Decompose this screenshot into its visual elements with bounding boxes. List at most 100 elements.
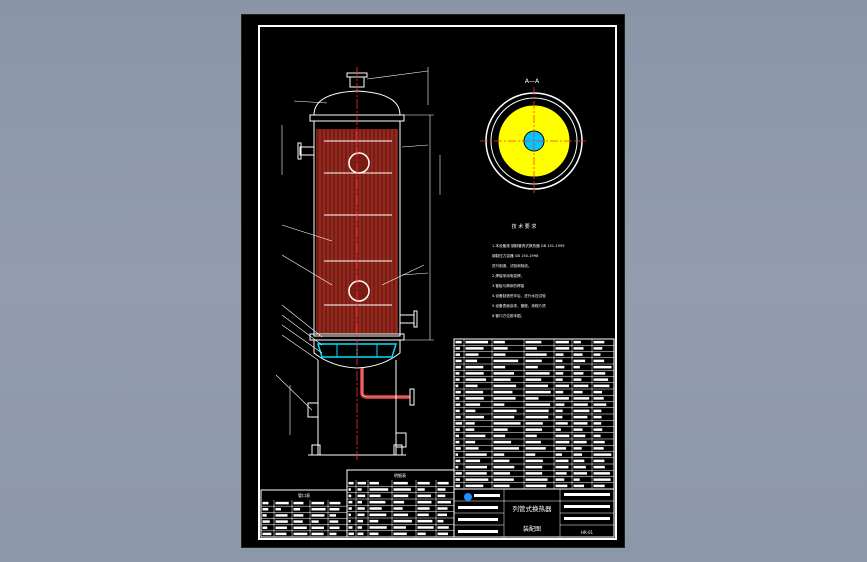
table-cell-mark — [525, 434, 537, 438]
table-cell-mark — [293, 501, 304, 505]
table-cell-mark — [465, 415, 484, 419]
table-cell-mark — [293, 514, 304, 517]
table-cell-mark — [437, 507, 448, 510]
table-cell-mark — [465, 365, 484, 369]
table-cell-mark — [417, 532, 426, 536]
table-cell-mark — [262, 532, 272, 536]
table-cell-mark — [455, 478, 461, 481]
table-cell-mark — [417, 494, 431, 498]
table-cell-mark — [293, 508, 301, 511]
table-cell-mark — [393, 500, 405, 504]
table-cell-mark — [593, 378, 609, 381]
table-cell-mark — [573, 453, 583, 456]
table-cell-mark — [555, 372, 564, 375]
table-cell-mark — [437, 488, 446, 491]
table-cell-mark — [493, 372, 515, 375]
table-cell-mark — [455, 440, 460, 444]
table-cell-mark — [493, 440, 512, 444]
title-block-subtitle: 装配图 — [523, 525, 541, 533]
table-cell-mark — [573, 353, 583, 356]
table-cell-mark — [555, 415, 563, 419]
table-cell-mark — [573, 359, 586, 363]
table-cell-mark — [455, 365, 461, 369]
tech-req-line: 6.管口方位按本图。 — [492, 313, 524, 318]
table-cell-mark — [573, 340, 581, 344]
table-cell-mark — [593, 397, 604, 400]
table-cell-mark — [593, 459, 605, 463]
table-cell-mark — [329, 501, 341, 505]
table-cell-mark — [555, 353, 564, 356]
table-cell-mark — [369, 519, 379, 523]
table-cell-mark — [465, 378, 487, 381]
table-cell-mark — [417, 488, 425, 491]
table-cell-mark — [465, 459, 481, 463]
table-cell-mark — [555, 422, 568, 425]
table-cell-mark — [275, 508, 281, 511]
table-cell-mark — [573, 422, 588, 425]
table-cell-mark — [525, 397, 539, 400]
table-cell-mark — [593, 484, 605, 488]
table-cell-mark — [593, 422, 602, 425]
table-cell-mark — [417, 513, 429, 517]
table-cell-mark — [593, 353, 601, 356]
table-cell-mark — [573, 440, 587, 444]
title-block-mark — [458, 530, 498, 533]
table-cell-mark — [275, 526, 287, 529]
table-cell-mark — [262, 501, 269, 505]
table-cell-mark — [555, 434, 570, 438]
table-cell-mark — [593, 365, 612, 369]
title-block-mark — [564, 517, 610, 520]
table-cell-mark — [417, 507, 430, 510]
table-cell-mark — [593, 472, 611, 475]
outlet-flange — [409, 388, 415, 406]
table-cell-mark — [455, 390, 461, 394]
table-cell-mark — [465, 347, 484, 350]
table-cell-mark — [573, 384, 589, 388]
table-cell-mark — [465, 403, 481, 406]
title-block-title: 列管式换热器 — [513, 504, 553, 513]
table-cell-mark — [573, 484, 585, 488]
table-cell-mark — [493, 459, 510, 463]
tech-req-line: 4.设备制造完毕后，进行水压试验 — [492, 293, 546, 298]
table-cell-mark — [525, 422, 543, 425]
table-cell-mark — [357, 507, 365, 510]
tech-req-line: 进行制造、试验和验收。 — [492, 263, 532, 268]
table-cell-mark — [348, 519, 351, 523]
detail-table-title: 明细表 — [394, 472, 406, 478]
table-cell-mark — [357, 526, 363, 529]
table-cell-mark — [465, 353, 479, 356]
table-cell-mark — [493, 434, 506, 438]
table-cell-mark — [275, 520, 288, 523]
table-cell-mark — [493, 365, 506, 369]
table-cell-mark — [555, 465, 569, 469]
table-cell-mark — [393, 513, 409, 517]
table-cell-mark — [493, 397, 516, 400]
table-cell-mark — [357, 532, 364, 536]
table-cell-mark — [593, 384, 610, 388]
table-cell-mark — [525, 478, 548, 481]
table-cell-mark — [311, 501, 325, 505]
dimension-lines — [281, 67, 441, 435]
table-cell-mark — [455, 347, 461, 350]
table-cell-mark — [525, 353, 547, 356]
table-cell-mark — [593, 478, 611, 481]
section-view: A—A — [480, 78, 588, 195]
table-cell-mark — [455, 353, 461, 356]
table-cell-mark — [525, 459, 543, 463]
table-cell-mark — [573, 434, 586, 438]
title-block: 列管式换热器 装配图 HR-01 — [453, 488, 615, 538]
table-cell-mark — [593, 409, 602, 413]
table-cell-mark — [593, 347, 603, 350]
table-cell-mark — [417, 500, 432, 504]
table-cell-mark — [525, 340, 542, 344]
table-cell-mark — [455, 459, 461, 463]
table-cell-mark — [369, 481, 379, 485]
table-cell-mark — [493, 409, 517, 413]
table-cell-mark — [275, 501, 289, 505]
table-cell-mark — [493, 422, 521, 425]
table-cell-mark — [455, 415, 461, 419]
table-cell-mark — [525, 390, 551, 394]
table-cell-mark — [293, 520, 303, 523]
table-cell-mark — [311, 514, 325, 517]
table-cell-mark — [555, 447, 567, 450]
